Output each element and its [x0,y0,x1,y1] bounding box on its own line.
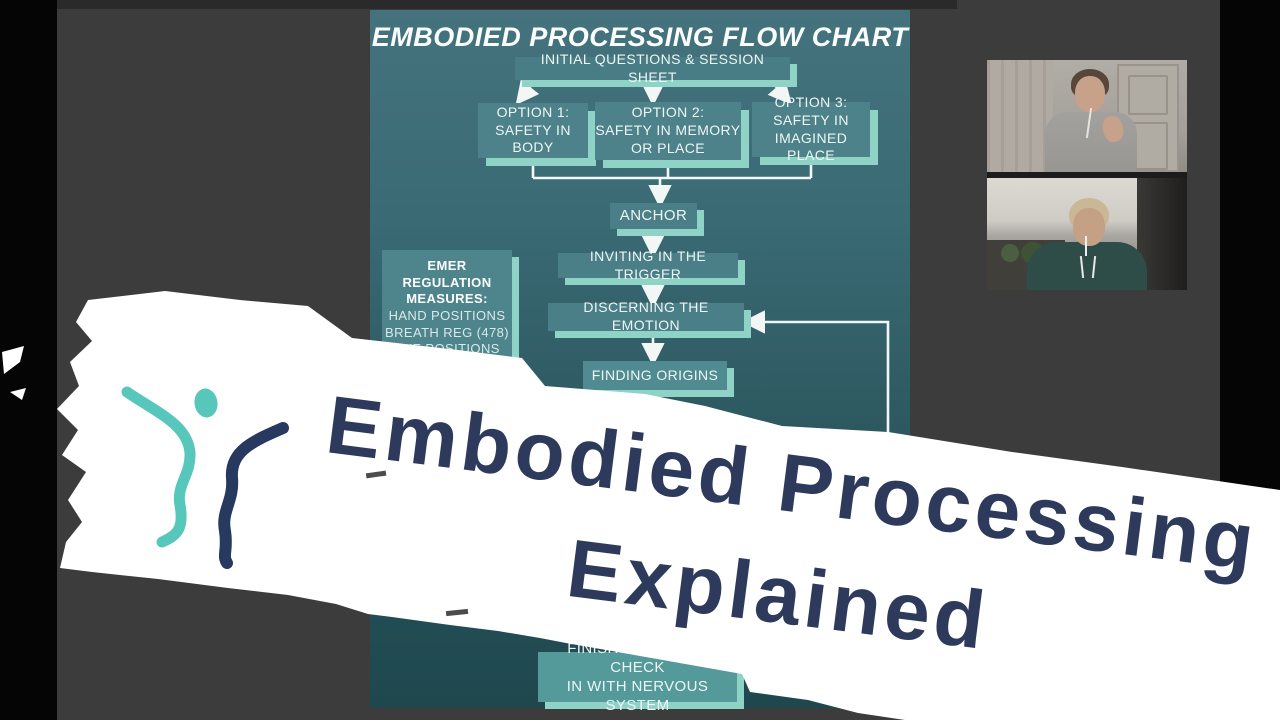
flow-node-option3: OPTION 3: SAFETY IN IMAGINED PLACE [752,94,870,163]
person-face [1073,208,1105,246]
flow-node-finding-origins: FINDING ORIGINS [583,361,727,390]
flow-node-label: OPTION 1: [496,103,570,120]
flow-node-label: SAFETY IN [773,111,849,128]
flow-node-label: DISCERNING THE EMOTION [583,299,709,333]
webcam-panel [987,60,1187,290]
flow-node-label: INITIAL QUESTIONS & SESSION SHEET [540,50,765,85]
person-face [1075,76,1105,112]
webcam-bottom-participant [987,178,1187,290]
flow-node-initial-questions: INITIAL QUESTIONS & SESSION SHEET [515,51,790,85]
flow-node-inviting-trigger: INVITING IN THE TRIGGER [558,248,738,282]
flow-node-label: OPTION 2: [631,104,705,121]
flow-node-label: FINISH SESSION & CHECK [567,639,708,676]
webcam-top-participant [987,60,1187,172]
left-letterbox-bar [0,0,57,720]
flow-node-label: MEASURES: [406,291,488,307]
flow-node-label: BREATH REG (478) [385,324,509,340]
flow-node-option2: OPTION 2: SAFETY IN MEMORY OR PLACE [595,102,741,160]
flow-node-label: SAFETY IN BODY [495,121,571,156]
plant [1001,244,1019,262]
window-top-edge [57,0,957,9]
flow-node-label: EYE POSITIONS [394,341,500,357]
earphone-wire [1085,236,1087,256]
door-panel [1128,75,1168,115]
person-hoodie [1027,242,1147,290]
flow-node-label: SAFETY IN MEMORY [595,122,741,139]
flow-node-finish-session: FINISH SESSION & CHECK IN WITH NERVOUS S… [538,640,737,714]
flow-node-label: INVITING IN THE TRIGGER [589,247,707,282]
person-torso [1045,112,1137,172]
flow-node-label: FINDING ORIGINS [591,366,719,383]
flow-node-label: IN WITH NERVOUS SYSTEM [566,678,709,715]
flow-node-option1: OPTION 1: SAFETY IN BODY [478,103,588,158]
chart-title: EMBODIED PROCESSING FLOW CHART [371,22,909,52]
brand-logo-icon [118,383,293,573]
flow-node-discerning-emotion: DISCERNING THE EMOTION [548,299,744,333]
wardrobe-doors [987,60,1053,172]
flow-node-label: EMER REGULATION [402,258,492,290]
flow-node-label: OR PLACE [631,139,705,156]
flow-node-label: OPTION 3: [774,93,848,110]
flow-node-anchor: ANCHOR [610,203,697,229]
flow-node-emer-regulation: EMER REGULATION MEASURES: HAND POSITIONS… [382,250,512,365]
flow-node-label: IMAGINED PLACE [774,129,848,164]
flow-node-label: ANCHOR [619,207,688,225]
flow-node-label: HAND POSITIONS [388,307,506,323]
